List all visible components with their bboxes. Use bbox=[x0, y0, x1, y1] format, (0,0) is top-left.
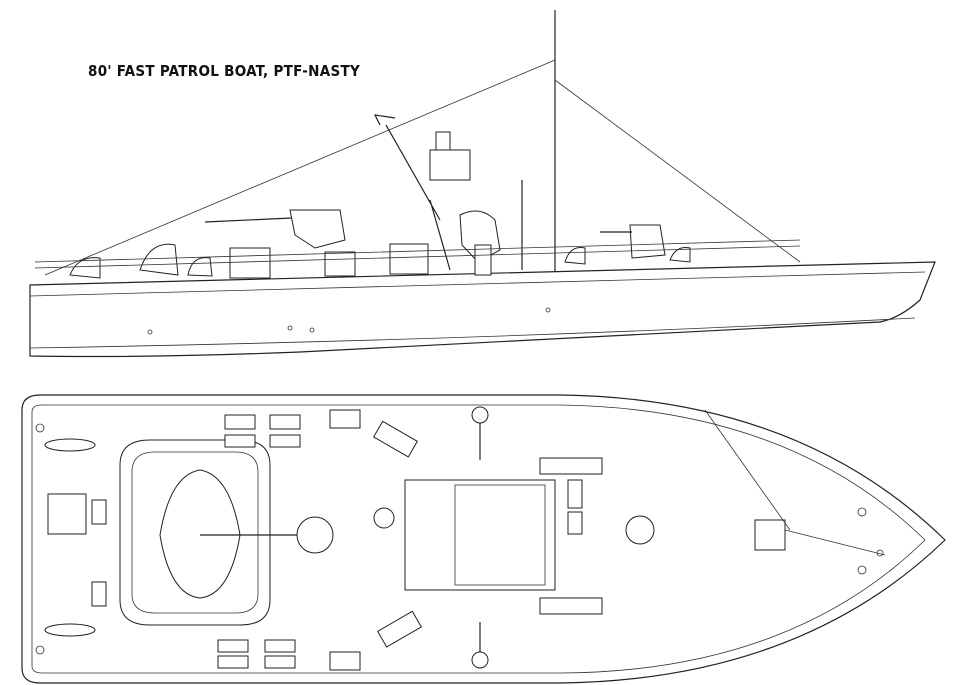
plan-view bbox=[21, 394, 946, 684]
profile-hull bbox=[29, 261, 936, 358]
plan-bow-stay-2 bbox=[784, 529, 886, 556]
plan-deckhouse bbox=[404, 479, 556, 591]
profile-sheer-line bbox=[29, 271, 926, 297]
plan-deckhouse-inner bbox=[454, 484, 546, 586]
profile-gun-pedestal bbox=[474, 244, 492, 276]
side-profile-view bbox=[29, 10, 936, 358]
plan-cockpit-inner bbox=[131, 451, 259, 614]
profile-forward-gun-barrel bbox=[204, 217, 293, 223]
profile-ventilator-4 bbox=[564, 247, 586, 265]
profile-porthole bbox=[309, 327, 315, 333]
profile-porthole bbox=[147, 329, 153, 335]
profile-mast-stay-aft bbox=[554, 79, 801, 263]
profile-ventilator-2 bbox=[187, 257, 213, 277]
profile-porthole bbox=[545, 307, 551, 313]
plan-hull-outline bbox=[21, 394, 946, 684]
profile-railing bbox=[34, 239, 801, 269]
profile-porthole bbox=[287, 325, 293, 331]
plan-gun-mount bbox=[296, 516, 334, 554]
profile-ventilator-3 bbox=[69, 257, 101, 279]
plan-bow-gun bbox=[754, 519, 786, 551]
profile-deck-box-2 bbox=[389, 243, 429, 275]
profile-chine-line bbox=[29, 317, 916, 349]
profile-forward-gun bbox=[289, 209, 346, 249]
profile-ventilator-5 bbox=[669, 247, 691, 263]
profile-deck-box-1 bbox=[229, 247, 271, 279]
profile-crane bbox=[373, 114, 451, 271]
profile-deck-box-3 bbox=[324, 251, 356, 277]
plan-deck-edge bbox=[31, 404, 926, 674]
profile-bridge-radar bbox=[435, 131, 451, 151]
plan-mid-gun-mount bbox=[373, 507, 395, 529]
profile-bridge-mount bbox=[429, 149, 471, 181]
plan-cleats bbox=[35, 423, 884, 655]
plan-hatches bbox=[47, 409, 603, 671]
plan-bow-stay bbox=[704, 409, 791, 531]
profile-mast-stay bbox=[44, 59, 556, 276]
drawing-title: 80' FAST PATROL BOAT, PTF-NASTY bbox=[88, 62, 361, 80]
plan-aft-gun-mount bbox=[625, 515, 655, 545]
profile-aft-gun bbox=[629, 224, 666, 259]
plan-gun-tubs bbox=[44, 406, 489, 669]
profile-ventilator-1 bbox=[139, 243, 179, 276]
